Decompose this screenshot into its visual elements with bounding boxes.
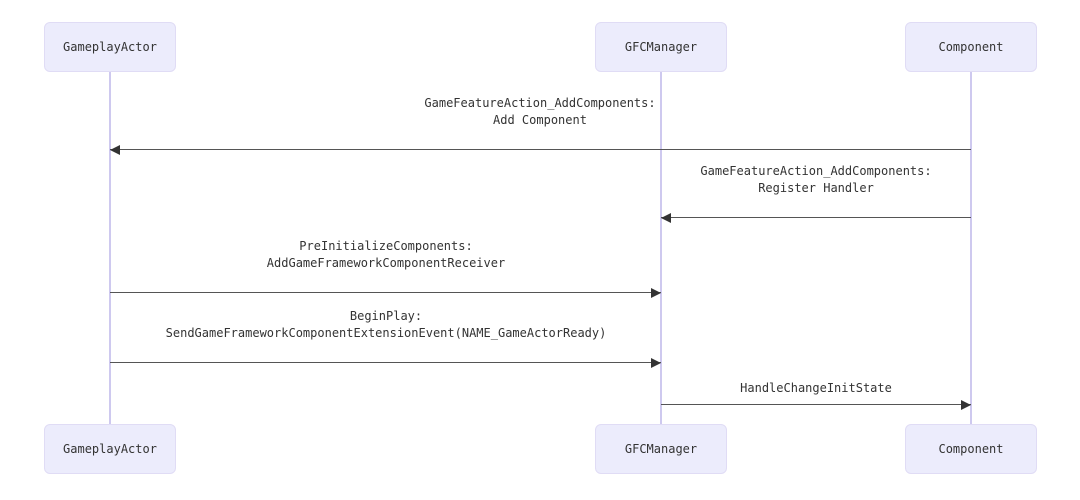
message-arrow-line [110,149,971,150]
message-label-line2: AddGameFrameworkComponentReceiver [266,256,506,270]
message-arrowhead-icon [110,145,120,155]
message-label-line2: Add Component [493,113,587,127]
message-label: BeginPlay: SendGameFrameworkComponentExt… [166,308,607,342]
message-label-line1: BeginPlay: [349,309,423,323]
message-arrowhead-icon [961,400,971,410]
participant-label: GFCManager [624,442,698,456]
message-arrow-line [661,217,971,218]
lifeline-component [970,72,972,424]
message-label: PreInitializeComponents: AddGameFramewor… [267,238,505,272]
message-label: GameFeatureAction_AddComponents: Add Com… [424,95,655,129]
lifeline-gfcmanager [660,72,662,424]
message-arrowhead-icon [651,358,661,368]
message-label: HandleChangeInitState [740,380,892,397]
participant-box-bottom-gfcmanager[interactable]: GFCManager [595,424,727,474]
participant-label: GameplayActor [63,442,157,456]
message-arrow-line [110,292,661,293]
message-label-line2: Register Handler [758,181,874,195]
message-arrowhead-icon [661,213,671,223]
message-label-line1: GameFeatureAction_AddComponents: [700,164,932,178]
message-arrow-line [661,404,971,405]
participant-label: Component [938,442,1004,456]
participant-box-bottom-gameplayactor[interactable]: GameplayActor [44,424,176,474]
lifeline-gameplayactor [109,72,111,424]
participant-box-top-gameplayactor[interactable]: GameplayActor [44,22,176,72]
participant-label: GFCManager [624,40,698,54]
message-label-line1: PreInitializeComponents: [299,239,473,253]
participant-label: Component [938,40,1004,54]
participant-box-bottom-component[interactable]: Component [905,424,1037,474]
message-label-line1: GameFeatureAction_AddComponents: [424,96,656,110]
message-arrowhead-icon [651,288,661,298]
message-label-line1: HandleChangeInitState [740,381,892,395]
message-arrow-line [110,362,661,363]
participant-box-top-gfcmanager[interactable]: GFCManager [595,22,727,72]
message-label: GameFeatureAction_AddComponents: Registe… [700,163,931,197]
participant-box-top-component[interactable]: Component [905,22,1037,72]
message-label-line2: SendGameFrameworkComponentExtensionEvent… [165,326,607,340]
participant-label: GameplayActor [63,40,157,54]
